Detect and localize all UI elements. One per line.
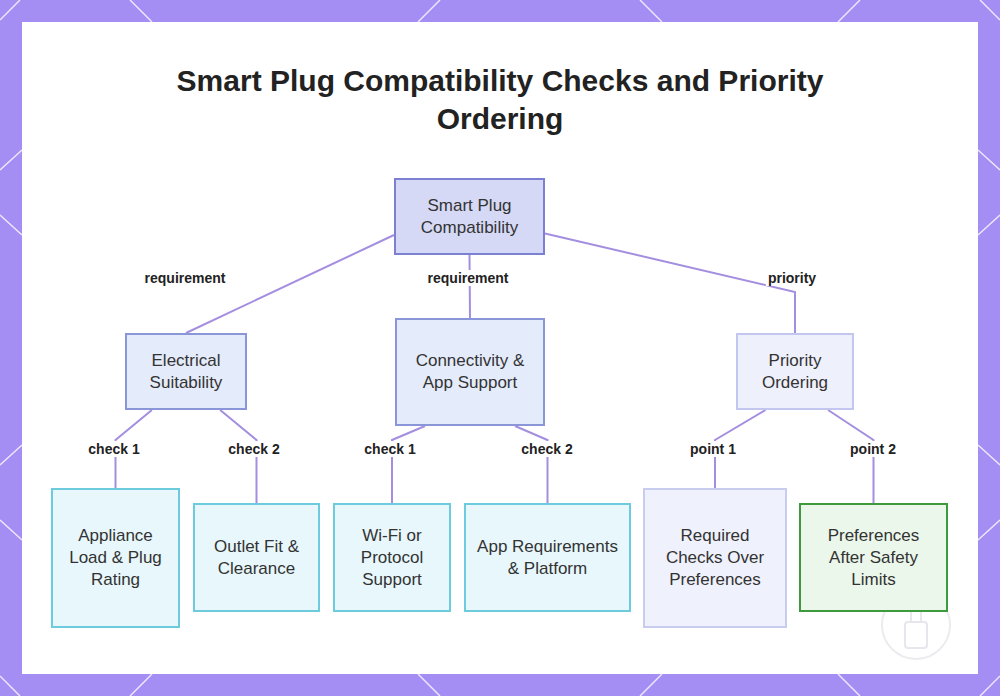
- priority-box: Preferences After Safety Limits: [799, 503, 948, 612]
- edge-label: requirement: [143, 270, 228, 286]
- node-label: Wi-Fi or Protocol Support: [343, 525, 441, 591]
- edge-label: priority: [766, 270, 818, 286]
- check-box: Outlet Fit & Clearance: [193, 503, 320, 612]
- edge-label: check 2: [519, 441, 574, 457]
- category-box: Priority Ordering: [736, 333, 854, 410]
- connector-line: [545, 233, 795, 333]
- node-label: Smart Plug Compatibility: [404, 195, 535, 239]
- edge-label: requirement: [426, 270, 511, 286]
- edge-label: point 2: [848, 441, 898, 457]
- priority-box: Required Checks Over Preferences: [643, 488, 787, 628]
- connector-line: [469, 255, 472, 318]
- node-label: Outlet Fit & Clearance: [203, 536, 310, 580]
- diagram-title: Smart Plug Compatibility Checks and Prio…: [150, 62, 850, 138]
- category-box: Connectivity & App Support: [395, 318, 545, 426]
- node-label: Connectivity & App Support: [405, 350, 535, 394]
- node-label: Required Checks Over Preferences: [653, 525, 777, 591]
- category-box: Electrical Suitability: [125, 333, 247, 410]
- connector-line: [515, 426, 548, 503]
- node-label: Appliance Load & Plug Rating: [61, 525, 170, 591]
- check-box: Wi-Fi or Protocol Support: [333, 503, 451, 612]
- node-label: Priority Ordering: [746, 350, 844, 394]
- content-panel: [22, 22, 978, 674]
- node-label: Electrical Suitability: [135, 350, 237, 394]
- node-label: Preferences After Safety Limits: [809, 525, 938, 591]
- edge-label: point 1: [688, 441, 738, 457]
- edge-label: check 1: [362, 441, 417, 457]
- check-box: Appliance Load & Plug Rating: [51, 488, 180, 628]
- edge-label: check 1: [86, 441, 141, 457]
- root-box: Smart Plug Compatibility: [394, 178, 545, 255]
- check-box: App Requirements & Platform: [464, 503, 631, 612]
- connector-line: [392, 426, 425, 503]
- node-label: App Requirements & Platform: [474, 536, 621, 580]
- edge-label: check 2: [226, 441, 281, 457]
